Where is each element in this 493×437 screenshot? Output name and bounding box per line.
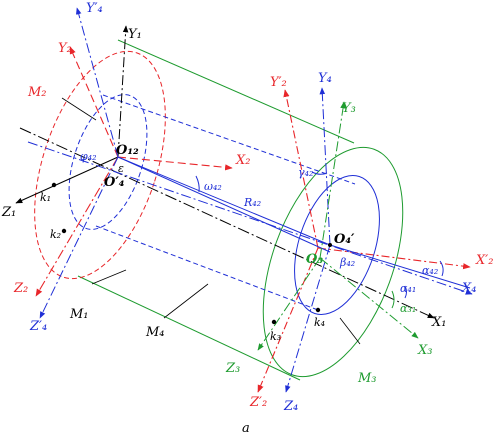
label-k3: k₃ [270, 330, 281, 343]
blue-axes [27, 7, 473, 393]
label-x4: X₄ [461, 281, 476, 296]
m4-leader [163, 283, 209, 319]
label-k4: k₄ [314, 316, 325, 329]
m1-leader [91, 269, 127, 285]
x3-axis [319, 257, 419, 339]
y1-axis [117, 25, 129, 158]
y2-axis [69, 46, 119, 158]
label-y2p: Y′₂ [270, 75, 287, 90]
label-k1: k₁ [40, 191, 51, 204]
label-x3: X₃ [417, 343, 432, 358]
label-z1: Z₁ [1, 205, 16, 220]
label-x1: X₁ [431, 315, 446, 330]
label-o4: O₄′ [334, 232, 355, 247]
label-r42: R₄₂ [243, 196, 261, 209]
outer-cylinder-top-edge [117, 39, 355, 144]
label-m3: M₃ [357, 371, 377, 386]
label-omega42: ω₄₂ [204, 180, 222, 193]
label-m4: M₄ [145, 325, 165, 340]
o4-point [328, 243, 332, 247]
label-alpha42: α₄₂ [422, 264, 438, 277]
x2-axis [117, 156, 233, 171]
m3-leader [339, 317, 361, 345]
label-x2: X₂ [235, 153, 250, 168]
label-caption: a [242, 421, 250, 436]
outer-cylinder-right-end [262, 146, 404, 378]
label-alpha41: α₄₁ [400, 282, 416, 295]
label-o3: O₃ [306, 252, 323, 267]
alpha31-arc [391, 290, 395, 309]
main-axes [15, 25, 435, 319]
label-y2: Y₂ [58, 41, 72, 56]
label-z2: Z₂ [13, 281, 28, 296]
inner-cylinder-top-edge [102, 94, 356, 185]
k2-point [61, 228, 67, 234]
angle-arcs [195, 171, 444, 309]
y4p-axis [75, 7, 119, 158]
red-axes [35, 46, 471, 393]
label-y4: Y₄ [318, 71, 332, 86]
leader-lines [61, 97, 361, 345]
outer-cylinder [77, 39, 404, 381]
y3-axis [319, 101, 346, 259]
label-y3: Y₃ [342, 101, 356, 116]
label-m2: M₂ [27, 85, 47, 100]
x2p-axis [317, 247, 471, 270]
z1-axis [15, 156, 119, 204]
r42-line-2 [117, 156, 331, 253]
label-alpha31: α₃₁ [400, 302, 416, 315]
y2p-axis [283, 89, 319, 249]
label-o4p: O′₄ [104, 175, 125, 190]
label-eps: ε [118, 162, 124, 175]
z4p-axis [39, 156, 119, 319]
label-gamma42: γ₄₂ [298, 166, 313, 179]
alpha42-arc [439, 260, 444, 277]
blue-o4-to-x4 [329, 244, 471, 289]
z2-axis [35, 156, 119, 297]
inner-cylinder-bottom-edge [95, 225, 319, 311]
inner-cylinder-left-end [68, 94, 148, 230]
label-z3: Z₃ [225, 361, 240, 376]
y4-axis [319, 87, 331, 246]
x4-axis [27, 141, 473, 295]
label-m1: M₁ [69, 307, 89, 322]
k3-point [271, 319, 277, 325]
x1-axis [19, 127, 435, 319]
green-axes [257, 101, 419, 351]
label-beta42: β₄₂ [339, 256, 355, 269]
gamma42-arc [311, 171, 328, 175]
m2-leader [61, 97, 97, 121]
z3-axis [257, 257, 321, 351]
label-y1: Y₁ [128, 27, 142, 42]
m2-outer-ellipse [34, 50, 166, 280]
label-z2p: Z′₂ [249, 395, 267, 410]
z2p-axis [257, 247, 319, 393]
k4-point [315, 307, 321, 313]
label-y4p: Y′₄ [86, 1, 103, 16]
label-x2p: X′₂ [475, 253, 493, 268]
label-phi42: φ₄₂ [80, 150, 97, 163]
label-k2: k₂ [50, 228, 61, 241]
alpha41-arc [404, 285, 407, 299]
k1-point [51, 182, 57, 188]
outer-cylinder-bottom-edge [77, 275, 301, 381]
z4-axis [285, 244, 331, 393]
label-z4: Z₄ [283, 399, 298, 414]
label-z4p: Z′₄ [29, 319, 47, 334]
label-o12: O₁₂ [116, 143, 139, 158]
points [51, 182, 332, 325]
omega42-arc [195, 175, 200, 193]
r42-line [117, 156, 331, 246]
